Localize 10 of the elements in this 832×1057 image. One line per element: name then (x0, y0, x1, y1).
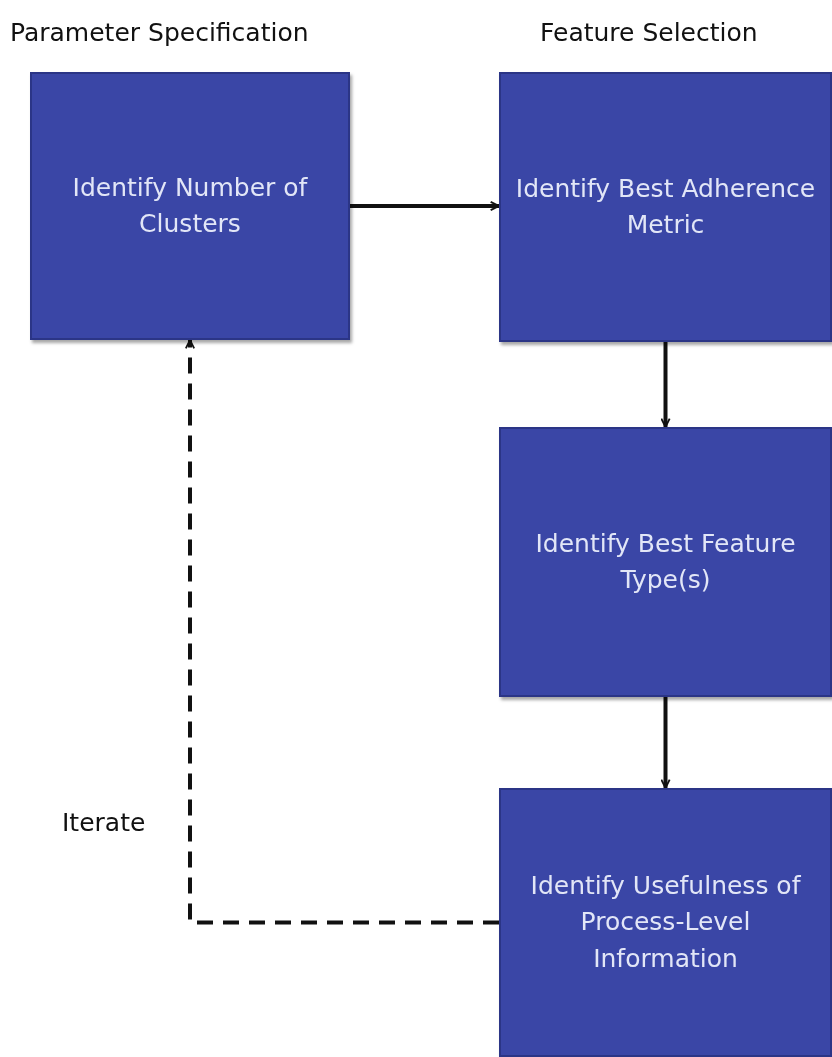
process-box: Identify Usefulness of Process-Level Information (499, 788, 832, 1057)
arrow (660, 697, 671, 789)
column-heading: Parameter Specification (10, 18, 309, 47)
process-box: Identify Best Adherence Metric (499, 72, 832, 342)
process-box: Identify Number of Clusters (30, 72, 350, 340)
arrow (660, 342, 671, 428)
dashed-arrow (184, 339, 499, 925)
process-box: Identify Best Feature Type(s) (499, 427, 832, 697)
column-heading: Feature Selection (540, 18, 758, 47)
arrow (350, 200, 500, 212)
